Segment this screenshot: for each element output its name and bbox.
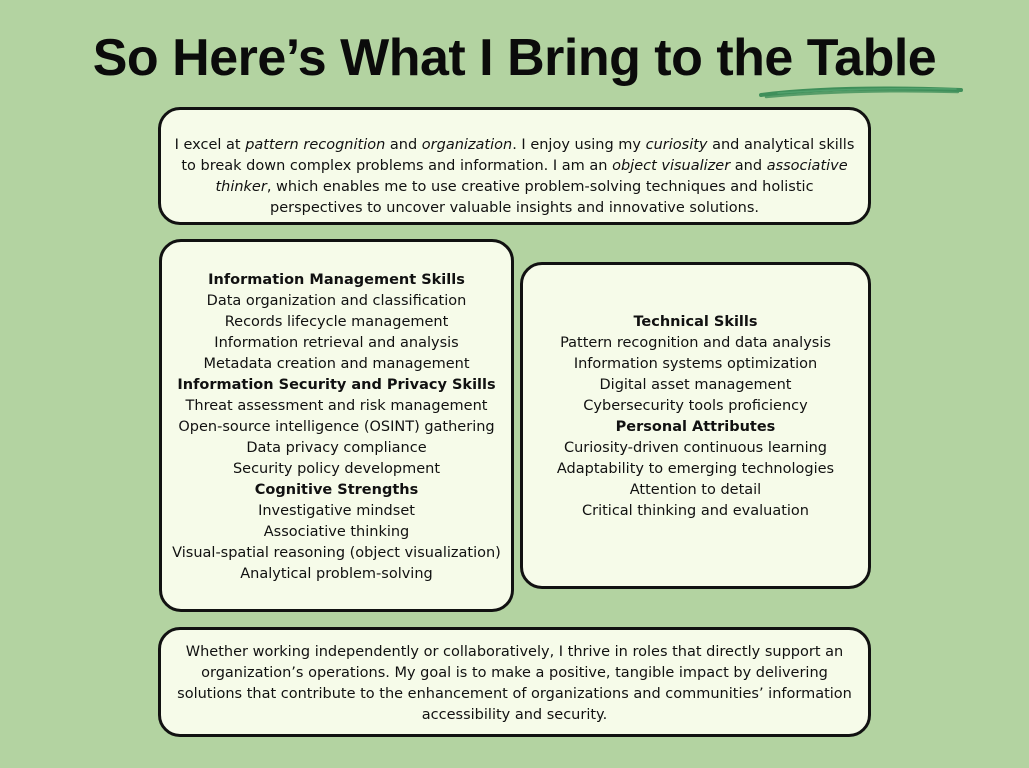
list-item: Security policy development [232,461,441,477]
intro-emphasis: curiosity [645,137,708,153]
list-item: Metadata creation and management [203,356,470,372]
list-item: Attention to detail [629,482,762,498]
section-heading: Cognitive Strengths [254,482,419,498]
page-title: So Here’s What I Bring to the Table [92,29,937,87]
intro-text: and [730,158,767,174]
intro-card: I excel at pattern recognition and organ… [158,107,871,225]
intro-text: , which enables me to use creative probl… [266,179,814,216]
intro-text: . I enjoy using my [512,137,646,153]
skills-card-left: Information Management Skills Data organ… [159,239,514,612]
list-item: Critical thinking and evaluation [581,503,809,519]
section-heading: Personal Attributes [615,419,776,435]
intro-text: and analytical skills to break down comp… [181,137,855,174]
list-item: Pattern recognition and data analysis [560,335,831,351]
intro-emphasis: organization [421,137,513,153]
list-item: Curiosity-driven continuous learning [563,440,827,456]
intro-emphasis: pattern recognition [245,137,386,153]
list-item: Analytical problem-solving [240,566,433,582]
section-heading: Information Security and Privacy Skills [177,377,496,393]
list-item: Digital asset management [599,377,792,393]
list-item: Adaptability to emerging technologies [556,461,835,477]
list-item: Visual-spatial reasoning (object visuali… [172,545,501,561]
closing-card: Whether working independently or collabo… [158,627,871,737]
intro-emphasis: object visualizer [612,158,731,174]
intro-text: and [385,137,422,153]
list-item: Associative thinking [263,524,410,540]
list-item: Investigative mindset [258,503,415,519]
skills-card-right: Technical Skills Pattern recognition and… [520,262,871,589]
brush-underline [759,86,963,99]
list-item: Open-source intelligence (OSINT) gatheri… [178,419,495,435]
list-item: Data privacy compliance [246,440,427,456]
list-item: Threat assessment and risk management [185,398,488,414]
list-item: Information retrieval and analysis [214,335,459,351]
list-item: Information systems optimization [573,356,818,372]
list-item: Records lifecycle management [224,314,449,330]
intro-text: I excel at [174,137,246,153]
closing-text: Whether working independently or collabo… [177,644,852,723]
section-heading: Information Management Skills [208,272,465,288]
section-heading: Technical Skills [633,314,758,330]
list-item: Cybersecurity tools proficiency [583,398,808,414]
list-item: Data organization and classification [206,293,467,309]
intro-emphasis: associative thinker [215,158,848,195]
